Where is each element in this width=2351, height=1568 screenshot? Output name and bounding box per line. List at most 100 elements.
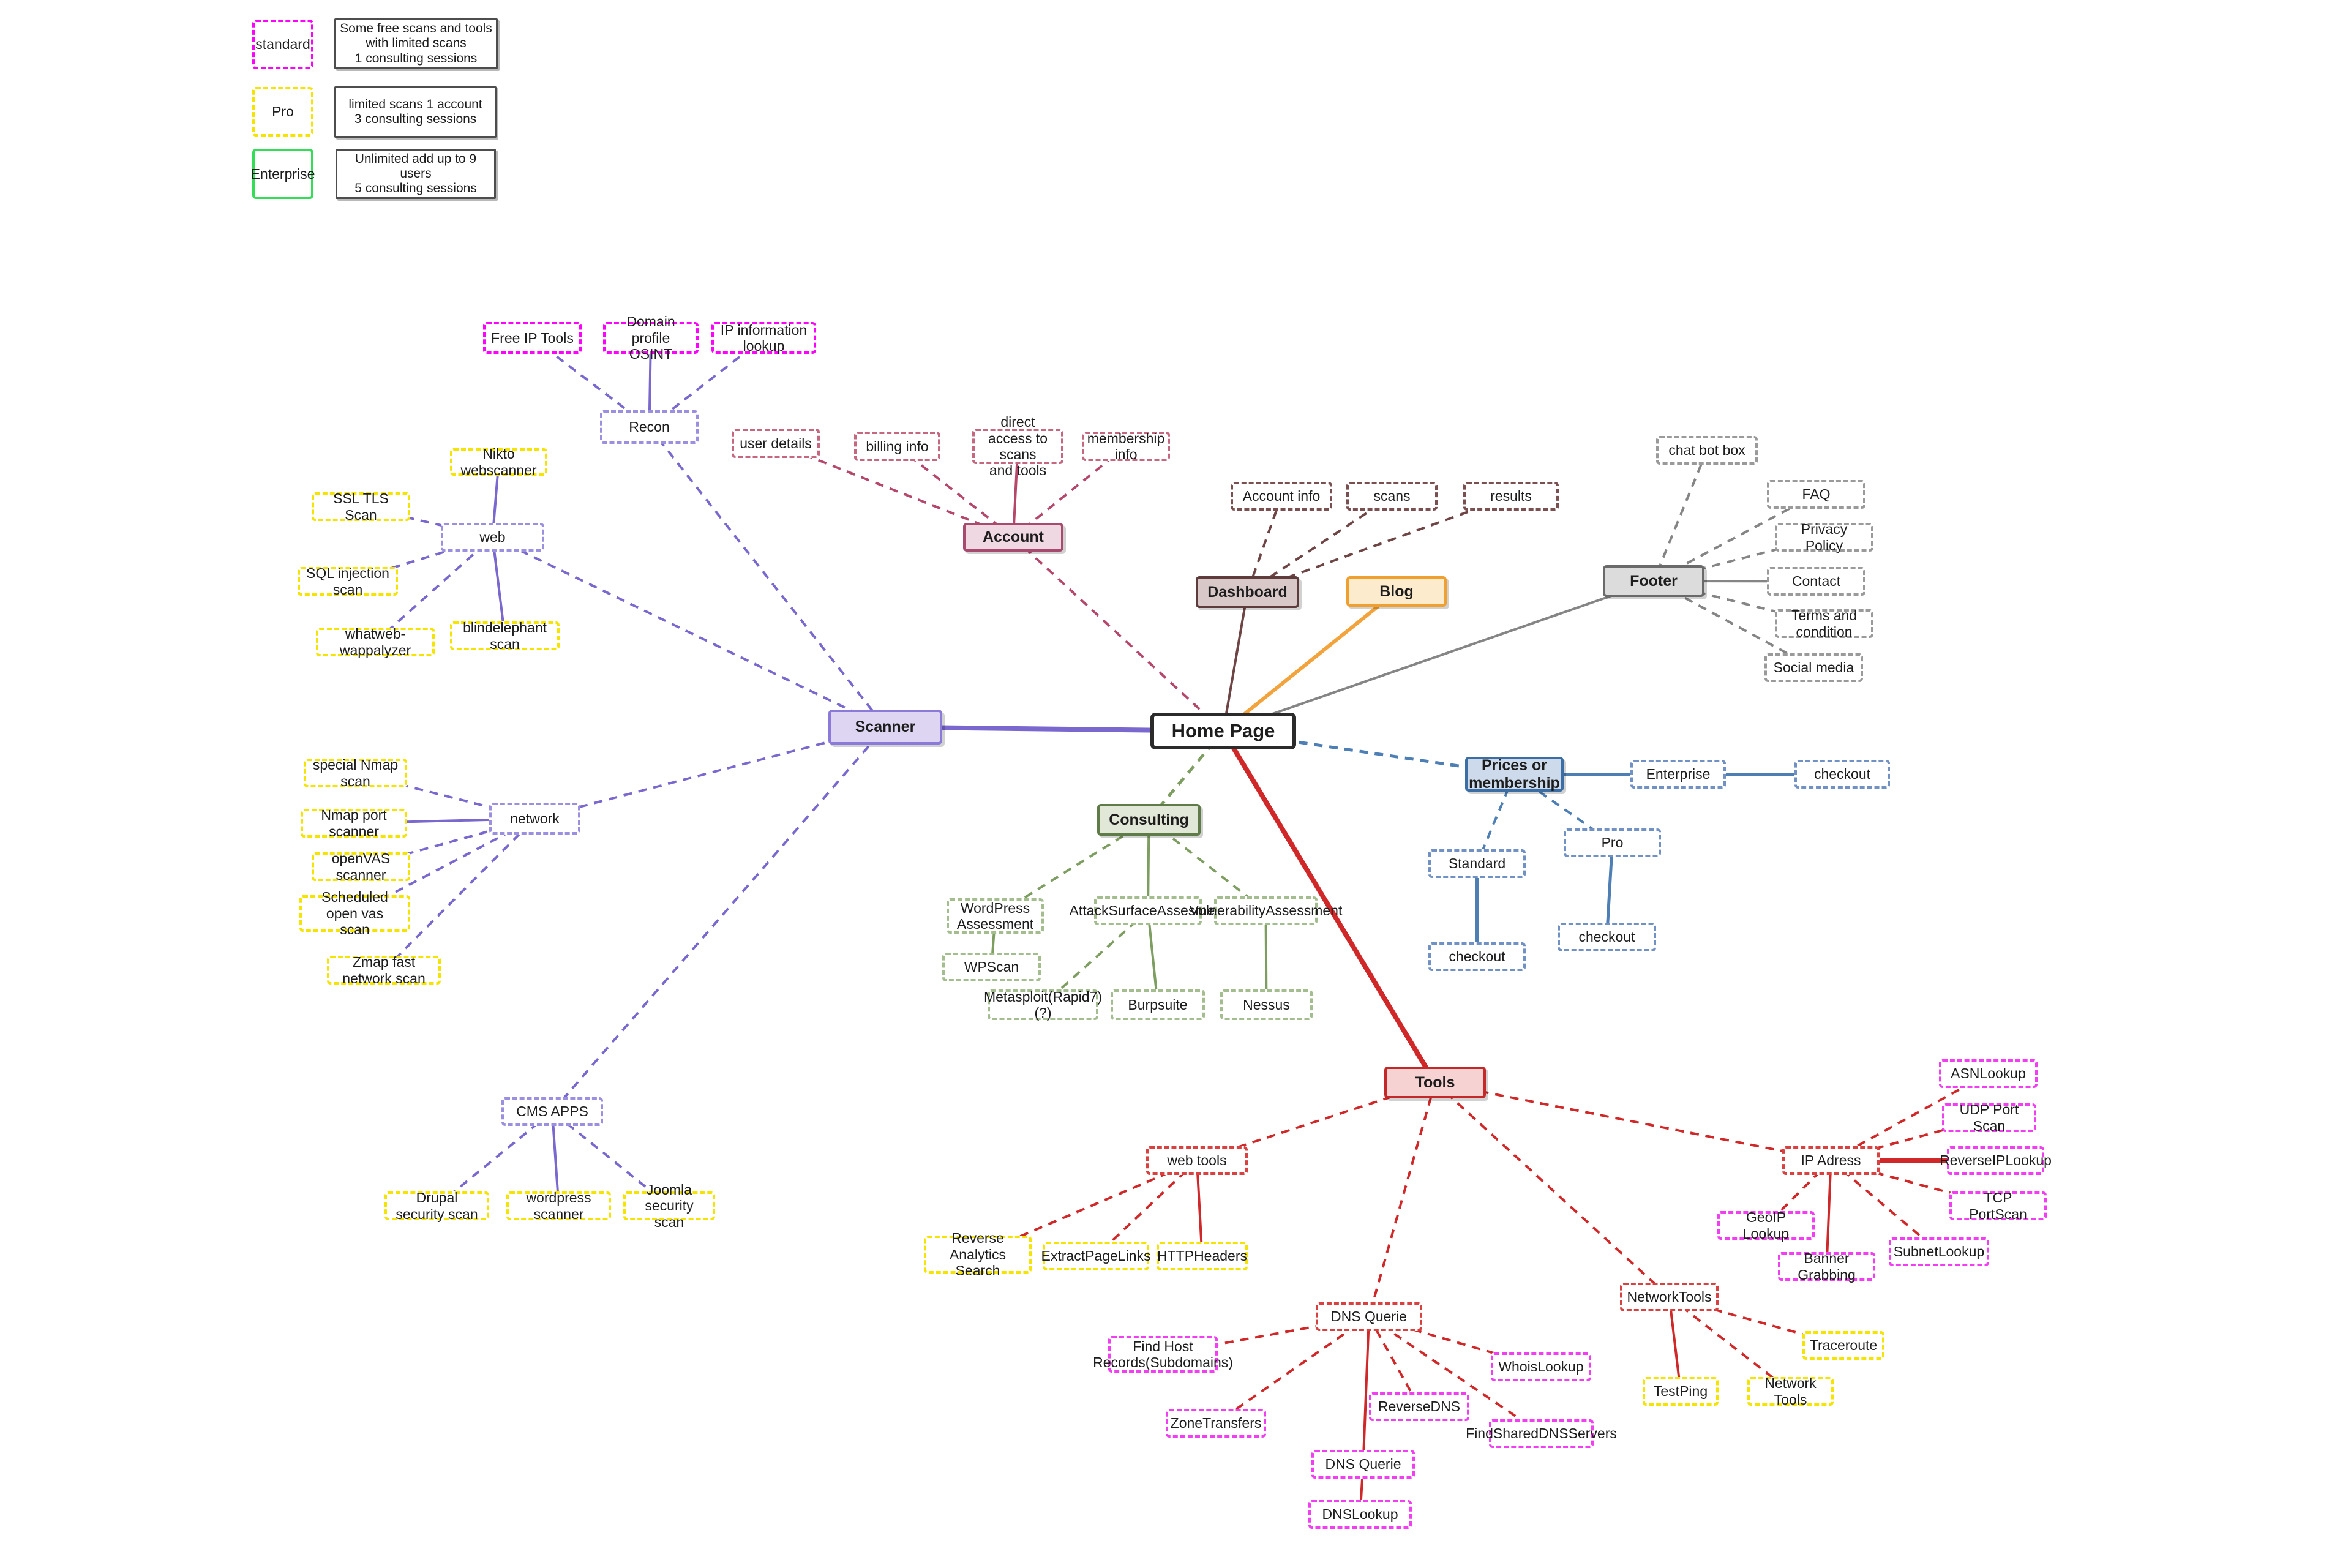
sql-injection-scan-node[interactable]: SQL injection scan (298, 565, 398, 598)
edge-blindelephant-scan-to-web (491, 537, 506, 636)
dashboard-node[interactable]: Dashboard (1196, 576, 1299, 608)
scans-node[interactable]: scans (1346, 482, 1438, 511)
legend-enterprise-desc-node[interactable]: Unlimited add up to 9 users 5 consulting… (336, 149, 496, 199)
tcp-portscan-node[interactable]: TCP PortScan (1949, 1190, 2047, 1222)
domain-profile-osint-node[interactable]: Domain profile OSINT (603, 313, 699, 362)
special-nmap-scan-node[interactable]: special Nmap scan (304, 757, 407, 789)
home-page-node[interactable]: Home Page (1150, 713, 1296, 749)
reverse-analytics-search-node[interactable]: Reverse Analytics Search (924, 1230, 1032, 1278)
chat-bot-box-node[interactable]: chat bot box (1656, 436, 1758, 465)
vulnerability-assessment-node[interactable]: VulnerabilityAssessment (1190, 896, 1342, 925)
banner-grabbing-node[interactable]: Banner Grabbing (1778, 1250, 1875, 1283)
wordpress-scanner-node[interactable]: wordpress scanner (506, 1190, 611, 1222)
edge-dns-querie-to-zonetransfers (1215, 1315, 1370, 1425)
user-details-node[interactable]: user details (732, 429, 820, 458)
findshareddnsservers-node[interactable]: FindSharedDNSServers (1466, 1419, 1617, 1448)
joomla-security-scan-node[interactable]: Joomla security scan (623, 1182, 715, 1230)
checkout-enterprise-node[interactable]: checkout (1794, 760, 1890, 789)
direct-access-node[interactable]: direct access to scans and tools (972, 414, 1063, 478)
reversedns-node[interactable]: ReverseDNS (1369, 1392, 1469, 1421)
contact-node[interactable]: Contact (1767, 567, 1865, 596)
whoislookup-node[interactable]: WhoisLookup (1491, 1352, 1591, 1381)
recon-node[interactable]: Recon (600, 410, 699, 444)
edge-results-to-dashboard (1247, 495, 1512, 593)
burpsuite-node[interactable]: Burpsuite (1111, 989, 1205, 1020)
edge-consulting-to-vulnerability-assessment (1148, 819, 1267, 912)
edge-web-tools-to-extractpagelinks (1095, 1160, 1198, 1257)
prices-or-membership-node[interactable]: Prices or membership (1465, 757, 1564, 792)
scheduled-open-vas-scan-node[interactable]: Scheduled open vas scan (299, 889, 410, 937)
find-host-records-node[interactable]: Find Host Records(Subdomains) (1093, 1336, 1233, 1373)
zonetransfers-node[interactable]: ZoneTransfers (1166, 1409, 1266, 1438)
ip-information-lookup-node[interactable]: IP information lookup (711, 322, 816, 354)
nmap-port-scanner-node[interactable]: Nmap port scanner (301, 807, 407, 839)
dns-querie-2-node[interactable]: DNS Querie (1311, 1450, 1415, 1479)
legend-pro-desc-node[interactable]: limited scans 1 account 3 consulting ses… (334, 86, 497, 138)
legend-pro-swatch-node[interactable]: Pro (252, 87, 313, 137)
checkout-pro-node[interactable]: checkout (1558, 923, 1656, 951)
whatweb-wappalyzer-node[interactable]: whatweb-wappalyzer (316, 626, 435, 658)
testping-node[interactable]: TestPing (1643, 1377, 1719, 1406)
social-media-node[interactable]: Social media (1764, 653, 1863, 682)
account-info-node[interactable]: Account info (1231, 482, 1332, 511)
edge-blog-to-home-page (1222, 590, 1398, 733)
tools-node[interactable]: Tools (1384, 1067, 1486, 1098)
edge-web-to-scanner (492, 536, 886, 729)
legend-standard-swatch-node[interactable]: standard (252, 20, 313, 69)
edge-user-details-to-account (775, 442, 1014, 539)
blog-node[interactable]: Blog (1346, 576, 1447, 607)
traceroute-node[interactable]: Traceroute (1802, 1331, 1884, 1360)
account-node[interactable]: Account (963, 523, 1063, 552)
consulting-node[interactable]: Consulting (1097, 804, 1201, 836)
blindelephant-scan-node[interactable]: blindelephant scan (450, 620, 560, 652)
httpheaders-node[interactable]: HTTPHeaders (1157, 1242, 1248, 1270)
edge-dns-querie-to-dns-querie-2 (1362, 1316, 1370, 1465)
free-ip-tools-node[interactable]: Free IP Tools (483, 322, 582, 354)
nikto-webscanner-node[interactable]: Nikto webscanner (450, 446, 547, 478)
subnetlookup-node[interactable]: SubnetLookup (1889, 1237, 1989, 1266)
pro-node[interactable]: Pro (1564, 828, 1661, 857)
metasploit-rapid7-node[interactable]: Metasploit(Rapid7)(?) (983, 988, 1103, 1021)
legend-enterprise-swatch-node[interactable]: Enterprise (251, 149, 315, 199)
network-node[interactable]: network (489, 803, 580, 835)
geoip-lookup-node[interactable]: GeoIP Lookup (1717, 1209, 1815, 1242)
enterprise-node[interactable]: Enterprise (1630, 760, 1726, 789)
edge-billing-info-to-account (896, 445, 1014, 539)
cms-apps-node[interactable]: CMS APPS (501, 1097, 603, 1126)
drupal-security-scan-node[interactable]: Drupal security scan (384, 1190, 489, 1222)
nessus-node[interactable]: Nessus (1220, 989, 1313, 1020)
billing-info-node[interactable]: billing info (854, 432, 940, 461)
zmap-fast-network-scan-node[interactable]: Zmap fast network scan (327, 954, 441, 986)
membership-info-node[interactable]: membership info (1082, 430, 1170, 462)
ssl-tls-scan-node[interactable]: SSL TLS Scan (312, 490, 410, 523)
edge-networktools-to-network-tools (1668, 1296, 1791, 1393)
standard-node[interactable]: Standard (1428, 849, 1526, 878)
web-node[interactable]: web (441, 523, 544, 552)
asnlookup-node[interactable]: ASNLookup (1939, 1059, 2038, 1088)
dnslookup-node[interactable]: DNSLookup (1308, 1500, 1412, 1529)
edge-tools-to-dns-querie (1368, 1082, 1436, 1318)
web-tools-node[interactable]: web tools (1146, 1146, 1248, 1175)
extractpagelinks-node[interactable]: ExtractPageLinks (1041, 1242, 1151, 1270)
attacksurface-assesment-node[interactable]: AttackSurfaceAssesment (1070, 896, 1226, 925)
edge-dns-querie-to-reversedns (1368, 1316, 1420, 1408)
edge-ip-adress-to-subnetlookup (1830, 1159, 1940, 1253)
edge-joomla-security-scan-to-cms-apps (551, 1110, 670, 1207)
reverseiplookup-node[interactable]: ReverseIPLookup (1940, 1146, 2052, 1175)
faq-node[interactable]: FAQ (1767, 480, 1865, 509)
ip-adress-node[interactable]: IP Adress (1782, 1146, 1880, 1175)
wordpress-assessment-node[interactable]: WordPress Assessment (947, 898, 1044, 934)
checkout-standard-node[interactable]: checkout (1428, 942, 1526, 971)
legend-standard-desc-node[interactable]: Some free scans and tools with limited s… (334, 18, 498, 69)
results-node[interactable]: results (1463, 482, 1559, 511)
udp-port-scan-node[interactable]: UDP Port Scan (1942, 1101, 2036, 1134)
dns-querie-node[interactable]: DNS Querie (1316, 1302, 1422, 1331)
wpscan-node[interactable]: WPScan (942, 953, 1041, 981)
scanner-node[interactable]: Scanner (828, 710, 942, 745)
privacy-policy-node[interactable]: Privacy Policy (1775, 521, 1873, 553)
footer-node[interactable]: Footer (1603, 565, 1704, 597)
network-tools-node[interactable]: Network Tools (1747, 1375, 1834, 1408)
openvas-scanner-node[interactable]: openVAS scanner (312, 850, 410, 883)
networktools-node[interactable]: NetworkTools (1620, 1283, 1719, 1311)
terms-and-condition-node[interactable]: Terms and condition (1775, 607, 1873, 640)
